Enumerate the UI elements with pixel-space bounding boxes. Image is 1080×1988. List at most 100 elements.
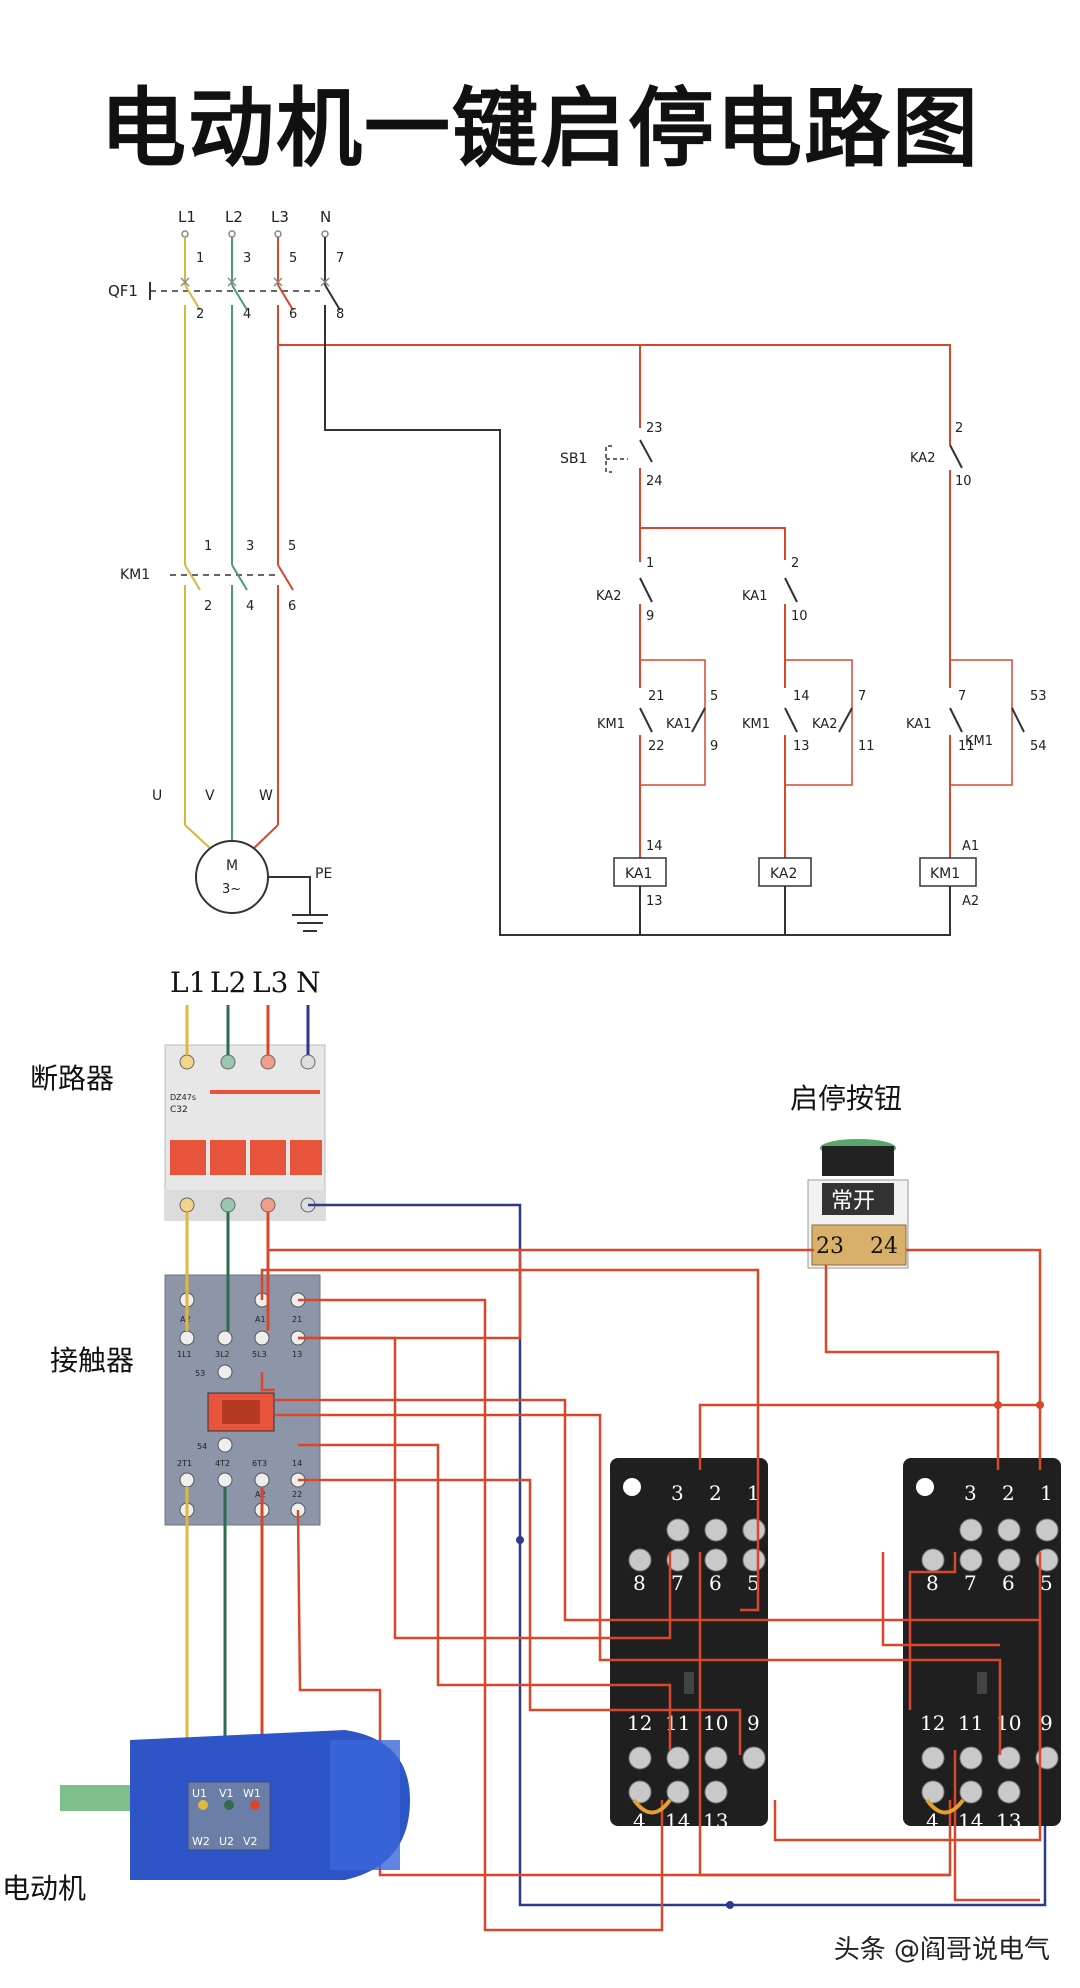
contactor-screw (254, 1330, 270, 1346)
km1-p2-contact (1011, 707, 1025, 733)
relay-ka2-terminal-label: 4 (926, 1809, 939, 1833)
contactor-terminal-labels: A2 A1 21 1L1 3L2 5L3 13 53 54 2T1 4T2 6T… (177, 1315, 302, 1499)
breaker-term-8: 8 (336, 307, 344, 322)
relay-ka1-jumper (632, 1798, 672, 1815)
relay-ka1-screw (704, 1746, 728, 1770)
jumper-wires (632, 1798, 965, 1815)
contactor-indicator (222, 1400, 260, 1424)
coil-ka1-bottom: 13 (646, 894, 663, 909)
relay-ka1-screw (704, 1518, 728, 1542)
relay-ka1-terminal-label: 1 (747, 1481, 760, 1505)
button-term-block (811, 1224, 907, 1266)
breaker-screw (300, 1054, 316, 1070)
supply-terminal (274, 230, 282, 238)
motor-term-u2: U2 (219, 1835, 234, 1848)
relay-ka2-screw (1035, 1548, 1059, 1572)
relay-ka2-screw (959, 1548, 983, 1572)
relay-ka2-terminal-label: 13 (996, 1809, 1021, 1833)
relay-ka2-terminal-label: 6 (1002, 1571, 1015, 1595)
ka1-p1-bottom: 9 (710, 739, 718, 754)
relay-ka2-terminal-label: 9 (1040, 1711, 1053, 1735)
relay-ka2-notch (977, 1672, 987, 1694)
ka1-p1-label: KA1 (666, 717, 691, 732)
km1-nc-bottom: 22 (648, 739, 665, 754)
breaker-toggle (170, 1140, 206, 1175)
control-wire (298, 1336, 672, 1640)
km1-term-6: 6 (288, 599, 296, 614)
breaker-x-mark (227, 277, 237, 287)
motor-terminal-screws (198, 1800, 260, 1810)
contactor-term-label: A2 (180, 1315, 191, 1324)
km1-main-pole (231, 564, 248, 591)
relay-ka2-terminal-label: 1 (1040, 1481, 1053, 1505)
breaker-pole (231, 284, 248, 311)
breaker-toggle (290, 1140, 322, 1175)
relay-ka2-terminal-label: 11 (958, 1711, 983, 1735)
breaker-term-3: 3 (243, 251, 251, 266)
km1-no-label: KM1 (742, 717, 770, 732)
breaker-screw (179, 1054, 195, 1070)
breaker-screw (260, 1054, 276, 1070)
sb1-term-23: 23 (646, 421, 663, 436)
motor-term-u1: U1 (192, 1787, 207, 1800)
ground-icon (292, 914, 328, 932)
relay-ka1-terminal-label: 8 (633, 1571, 646, 1595)
breaker-title: 断路器 (30, 1062, 114, 1095)
sb1-term-24: 24 (646, 474, 663, 489)
relay-ka2-terminal-label: 2 (1002, 1481, 1015, 1505)
control-wire (824, 1265, 1000, 1470)
ka1-contact-top: 2 (791, 556, 799, 571)
km1-no-top: 14 (793, 689, 810, 704)
motor-screw (198, 1800, 208, 1810)
supply-terminal (321, 230, 329, 238)
relay-ka1-screw (666, 1518, 690, 1542)
control-wire (260, 1372, 275, 1392)
relay-ka1-screw (666, 1780, 690, 1804)
motor-title: 电动机 (2, 1872, 86, 1905)
relay-ka1-notch (684, 1672, 694, 1694)
km1-term-2: 2 (204, 599, 212, 614)
contactor-term-label: 3L2 (215, 1350, 230, 1359)
km1-nc-label: KM1 (597, 717, 625, 732)
motor-term-u: U (152, 788, 162, 804)
km1-main-label: KM1 (120, 567, 150, 583)
motor-shaft (60, 1785, 130, 1811)
ka1-contact-label: KA1 (742, 589, 767, 604)
breaker-x-mark (320, 277, 330, 287)
control-supply-line (278, 344, 951, 445)
km1-main-pole (277, 564, 294, 591)
control-wire (260, 1268, 760, 1612)
breaker-term-4: 4 (243, 307, 251, 322)
ka2-contact-bottom: 9 (646, 609, 654, 624)
relay-ka1-screw (666, 1746, 690, 1770)
relay-ka2-screw (921, 1746, 945, 1770)
relay-ka1-terminal-label: 3 (671, 1481, 684, 1505)
wiring-supply-l2: L2 (210, 966, 246, 999)
breaker-pole (324, 284, 341, 311)
ka2-right-label: KA2 (910, 451, 935, 466)
control-wire (908, 1552, 957, 1710)
motor-symbol-3ph: 3~ (222, 882, 241, 897)
button-title: 启停按钮 (790, 1082, 902, 1115)
breaker-pole (184, 284, 201, 311)
supply-terminal (228, 230, 236, 238)
ka2-right-top: 2 (955, 421, 963, 436)
km1-term-1: 1 (204, 539, 212, 554)
km1-p2-top: 53 (1030, 689, 1047, 704)
schematic-diagram: L1 L2 L3 N QF1 1 (108, 208, 1047, 936)
breaker-screw (179, 1197, 195, 1213)
motor-screw (224, 1800, 234, 1810)
control-bus (640, 527, 786, 560)
km1-no-bottom: 13 (793, 739, 810, 754)
contactor-term-label: A2 (255, 1490, 266, 1499)
coil-km1-top: A1 (962, 839, 979, 854)
relay-ka2-terminal-label: 12 (920, 1711, 945, 1735)
contactor-term-label: 14 (292, 1459, 302, 1468)
coil-ka2-label: KA2 (770, 866, 797, 882)
button-head[interactable] (822, 1146, 894, 1176)
control-wire (881, 1552, 1000, 1647)
breaker-term-5: 5 (289, 251, 297, 266)
breaker-x-mark (180, 277, 190, 287)
relay-ka2-screw (921, 1780, 945, 1804)
